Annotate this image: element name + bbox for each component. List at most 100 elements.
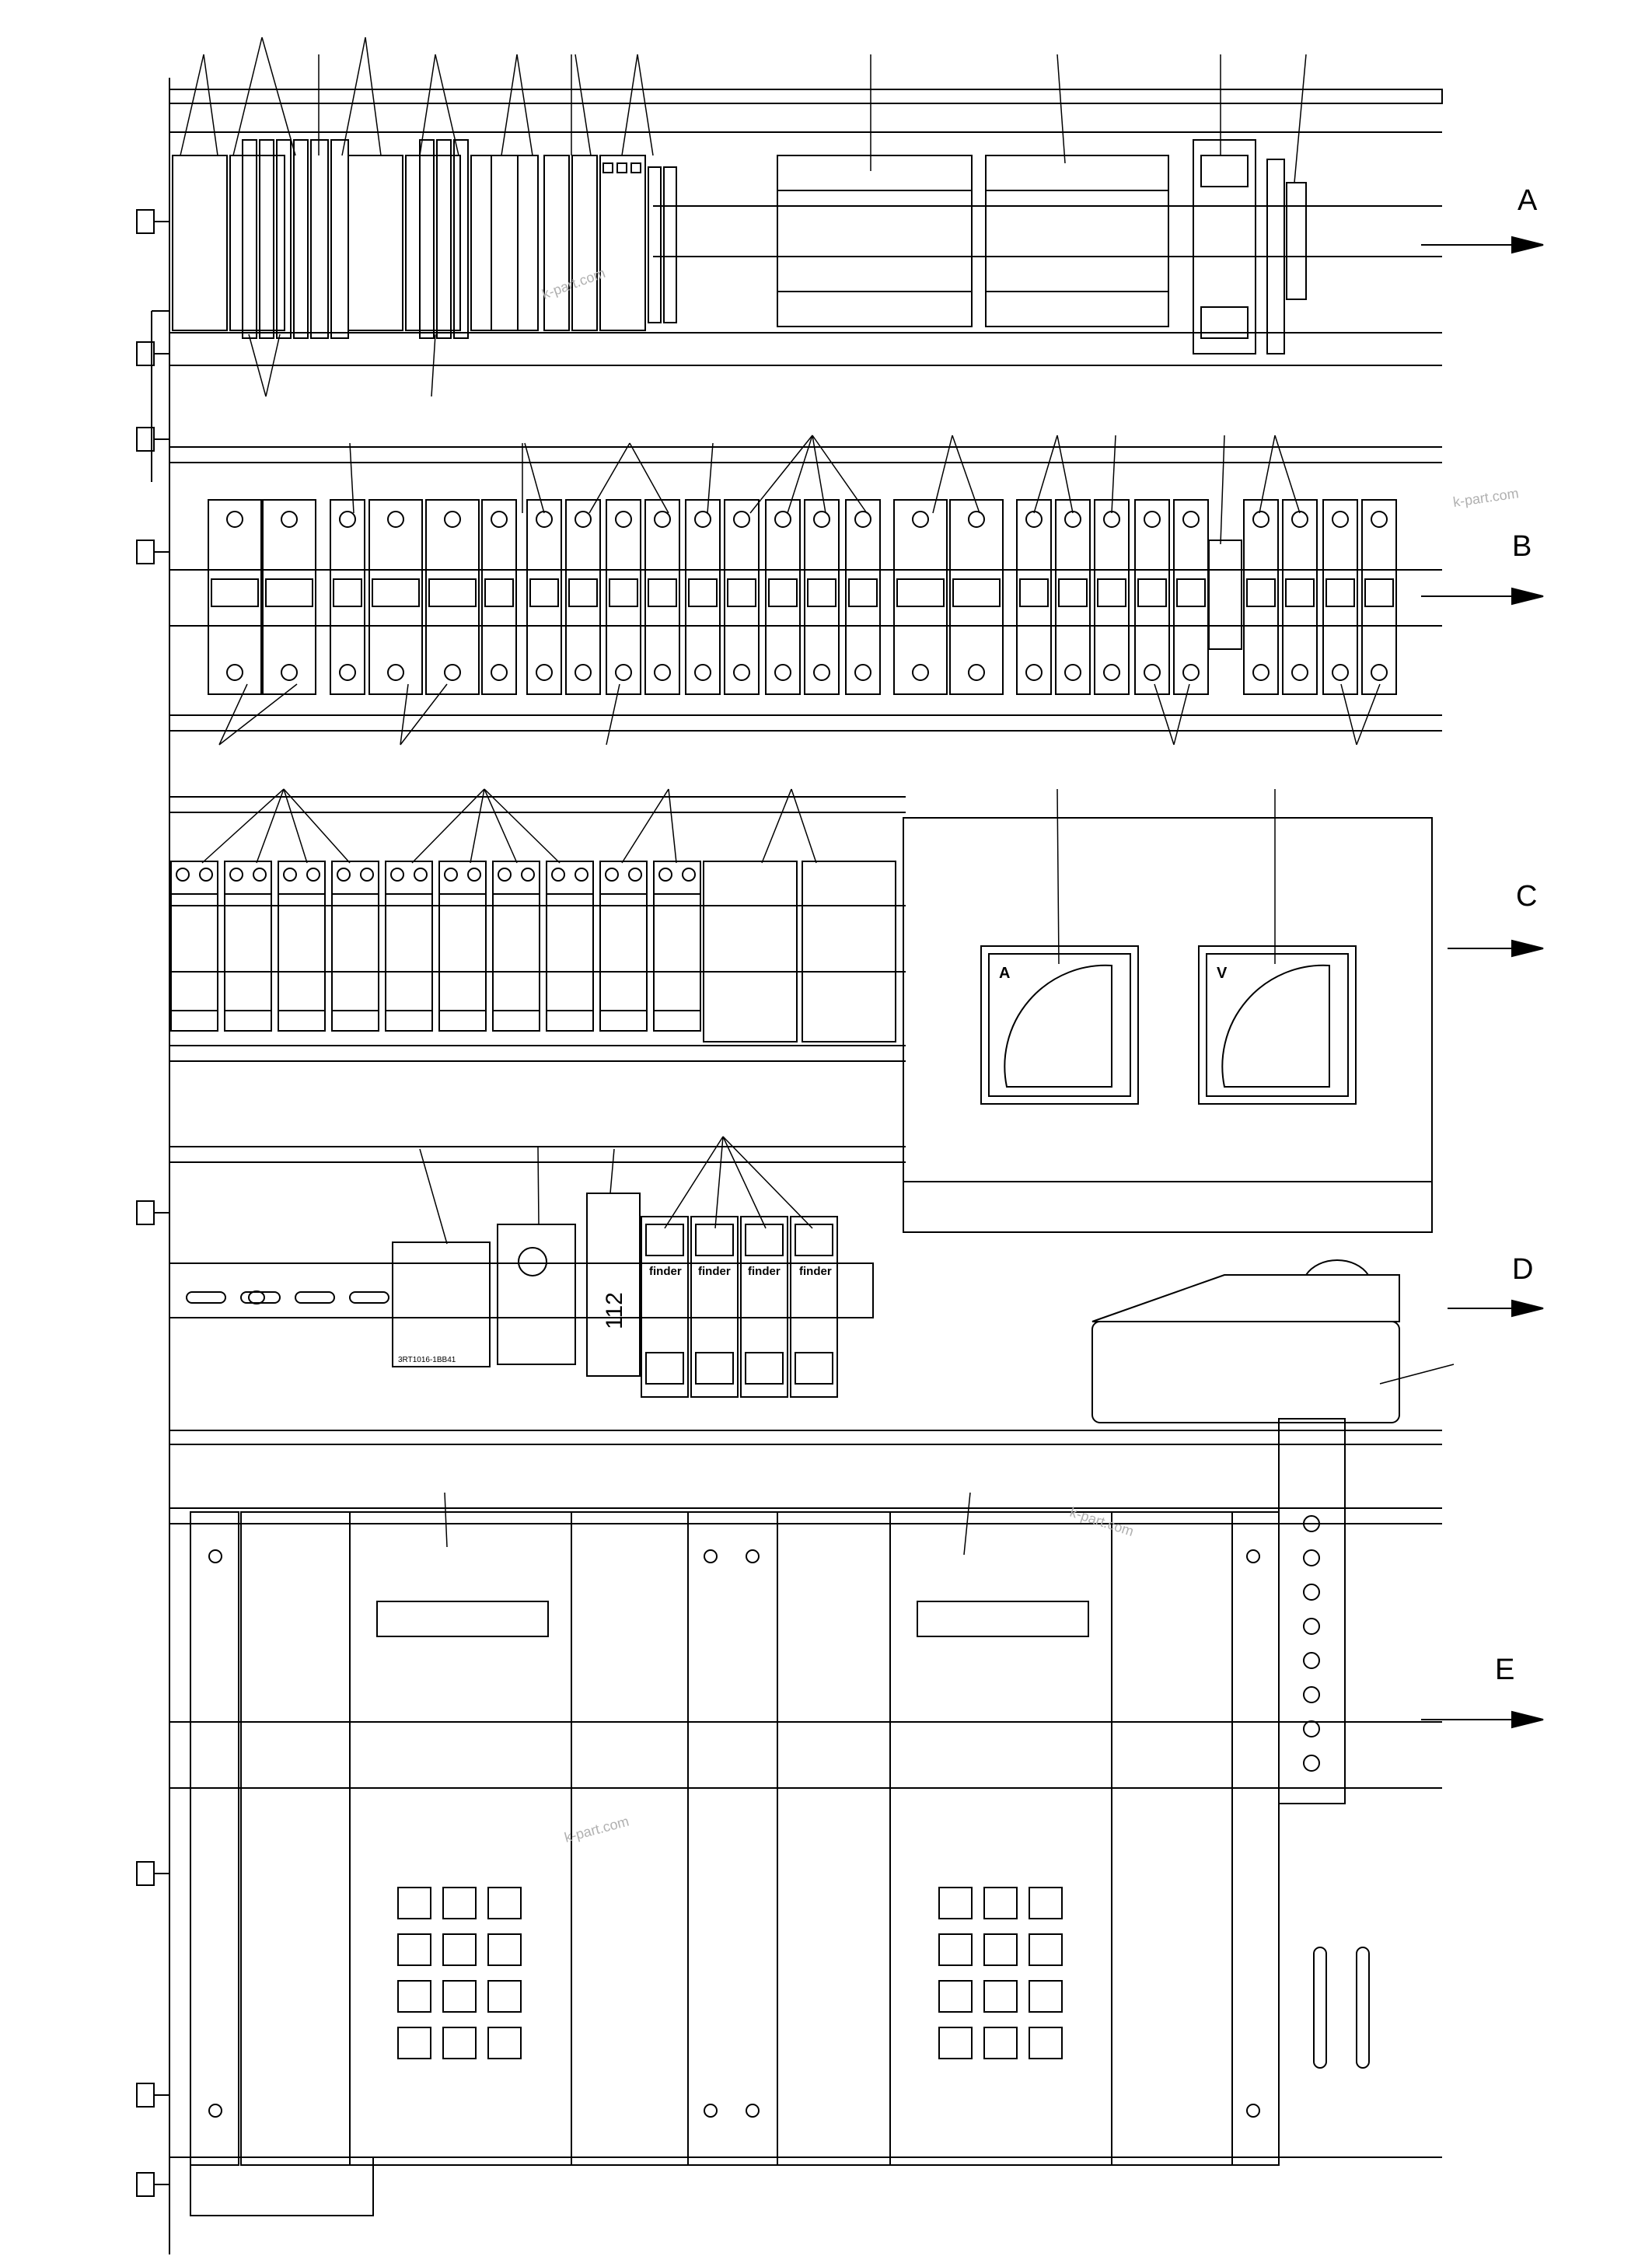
- interface-relay: [170, 861, 218, 1032]
- mounting-hole: [704, 2104, 718, 2118]
- leader-line: [664, 1136, 724, 1229]
- finder-relay: [740, 1216, 788, 1398]
- leader-line: [637, 54, 654, 156]
- interface-relay: [278, 861, 326, 1032]
- interface-relay: [546, 861, 594, 1032]
- keypad-key: [983, 2027, 1018, 2059]
- leader-line: [1057, 435, 1074, 514]
- leader-line: [575, 54, 592, 156]
- mounting-hole: [1303, 1755, 1320, 1772]
- keypad-key: [442, 2027, 477, 2059]
- leader-line: [1173, 683, 1190, 746]
- circuit-breaker: [1094, 499, 1130, 695]
- keypad-key: [983, 1887, 1018, 1919]
- finder-relay: [690, 1216, 739, 1398]
- leader-line: [714, 1136, 724, 1229]
- leader-line: [218, 683, 248, 746]
- circuit-breaker: [1361, 499, 1397, 695]
- interface-relay: [653, 861, 701, 1032]
- keypad-key: [1029, 1887, 1063, 1919]
- mounting-bolt: [136, 341, 169, 366]
- circuit-breaker: [765, 499, 801, 695]
- circuit-breaker: [330, 499, 365, 695]
- leader-line: [218, 683, 298, 746]
- keypad-key: [487, 1933, 522, 1966]
- leader-line: [812, 435, 868, 514]
- mounting-hole: [1303, 1549, 1320, 1566]
- leader-line: [952, 435, 980, 514]
- row-label-d: D: [1512, 1253, 1533, 1286]
- leader-line: [791, 788, 817, 864]
- leader-line: [431, 334, 436, 397]
- interface-relay: [492, 861, 540, 1032]
- leader-line: [932, 435, 953, 514]
- circuit-breaker: [804, 499, 840, 695]
- row-arrow: [1421, 1710, 1544, 1729]
- mounting-hole: [1246, 1549, 1260, 1563]
- circuit-breaker: [1134, 499, 1170, 695]
- keypad-key: [1029, 2027, 1063, 2059]
- leader-line: [524, 442, 545, 514]
- leader-line: [444, 1492, 448, 1548]
- leader-line: [248, 334, 267, 397]
- mounting-hole: [1303, 1515, 1320, 1532]
- keypad: [938, 1887, 1063, 2059]
- leader-line: [963, 1492, 971, 1556]
- interface-relay: [438, 861, 487, 1032]
- leader-line: [621, 788, 669, 864]
- row-label-b: B: [1512, 530, 1532, 563]
- mounting-bolt: [136, 1861, 169, 1886]
- keypad-key: [442, 1980, 477, 2013]
- leader-line: [484, 788, 561, 864]
- circuit-breaker: [1322, 499, 1358, 695]
- leader-line: [283, 788, 308, 864]
- row-label-e: E: [1495, 1654, 1514, 1686]
- leader-line: [761, 788, 792, 864]
- leader-line: [707, 442, 714, 514]
- leader-line: [722, 1136, 767, 1229]
- circuit-breaker: [893, 499, 948, 695]
- leader-line: [203, 54, 218, 156]
- mounting-hole: [746, 2104, 760, 2118]
- keypad-key: [938, 2027, 973, 2059]
- watermark-3: k-part.com: [1068, 1504, 1136, 1539]
- leader-line: [341, 37, 366, 156]
- relay-brand-4: finder: [799, 1265, 832, 1278]
- mounting-hole: [746, 1549, 760, 1563]
- circuit-breaker: [1282, 499, 1318, 695]
- leader-line: [1340, 683, 1357, 746]
- leader-line: [1154, 683, 1175, 746]
- circuit-breaker: [208, 499, 262, 695]
- row-arrow: [1421, 236, 1544, 254]
- leader-line: [201, 788, 285, 864]
- leader-line: [400, 683, 448, 746]
- terminal-number-label: 112: [602, 1292, 627, 1329]
- leader-line: [589, 442, 630, 514]
- din-terminal: [1208, 540, 1242, 650]
- mounting-hole: [704, 1549, 718, 1563]
- mounting-bolt: [136, 2172, 169, 2197]
- leader-line: [501, 54, 518, 156]
- mounting-hole: [1303, 1720, 1320, 1737]
- leader-line: [1356, 683, 1381, 746]
- leader-line: [621, 54, 638, 156]
- leader-line: [749, 435, 813, 514]
- leader-line: [1379, 1364, 1455, 1385]
- circuit-breaker: [845, 499, 881, 695]
- keypad-key: [938, 1980, 973, 2013]
- keypad-key: [397, 1887, 431, 1919]
- interface-relay: [331, 861, 379, 1032]
- leader-line: [435, 54, 459, 156]
- circuit-breaker: [262, 499, 316, 695]
- relay-brand-1: finder: [649, 1265, 682, 1278]
- keypad-key: [397, 1980, 431, 2013]
- leader-line: [609, 1148, 615, 1194]
- keypad-key: [442, 1933, 477, 1966]
- leader-line: [537, 1146, 540, 1225]
- interface-relay: [385, 861, 433, 1032]
- interface-relay: [224, 861, 272, 1032]
- leader-line: [722, 1136, 813, 1229]
- leader-line: [256, 788, 285, 864]
- leader-line: [411, 788, 485, 864]
